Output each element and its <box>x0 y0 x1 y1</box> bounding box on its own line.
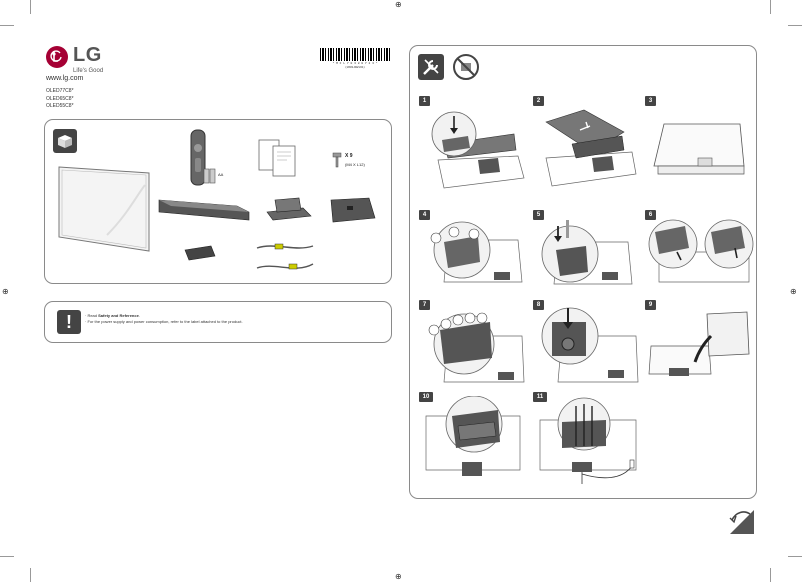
step-5-illustration <box>541 220 633 285</box>
step-10-illustration <box>425 396 521 476</box>
battery-label: AA <box>218 172 224 177</box>
model-name: OLED55C8* <box>46 103 74 109</box>
step-number: 9 <box>645 300 656 310</box>
stand-base-illustration <box>266 197 312 221</box>
screw-count: X 9 <box>345 153 353 159</box>
step-number: 5 <box>533 210 544 220</box>
manual-documents-illustration <box>258 139 296 177</box>
notice-line-2: · For the power supply and power consump… <box>85 319 243 324</box>
accessories-panel: AA X 9 (M4 X L12) <box>44 119 392 284</box>
step-1-illustration <box>431 111 525 189</box>
barcode-revision: (1803-REV01) <box>345 65 365 69</box>
crop-mark <box>788 556 802 557</box>
notice-text: · Read Safety and Reference. · For the p… <box>85 313 243 325</box>
screw-size: (M4 X L12) <box>345 162 365 167</box>
step-7-illustration <box>428 312 525 383</box>
crop-mark <box>30 0 31 14</box>
brand-name: LG <box>73 44 102 66</box>
notice-panel: ! <box>44 301 392 343</box>
model-name: OLED77C8* <box>46 88 74 94</box>
model-name: OLED65C8* <box>46 95 74 102</box>
remote-control-illustration <box>190 129 206 186</box>
battery-illustration <box>203 168 216 184</box>
notice-line-1: · Read Safety and Reference. <box>85 313 140 318</box>
step-2-illustration <box>545 109 637 187</box>
brand-slogan: Life's Good <box>73 68 104 74</box>
step-number: 8 <box>533 300 544 310</box>
crop-mark <box>770 568 771 582</box>
cables-illustration <box>256 243 314 270</box>
barcode-bars <box>320 48 390 61</box>
cable-holder-illustration <box>184 245 216 261</box>
step-8-illustration <box>541 307 639 383</box>
step-number: 10 <box>419 392 433 402</box>
registration-mark-top: ⊕ <box>395 0 402 9</box>
step-11-illustration <box>539 397 637 484</box>
registration-mark-left: ⊕ <box>2 287 9 296</box>
step-number: 1 <box>419 96 430 106</box>
step-4-illustration <box>430 221 523 283</box>
tools-icon <box>418 54 444 80</box>
step-number: 3 <box>645 96 656 106</box>
box-icon <box>53 129 77 153</box>
lg-logo-icon <box>46 46 68 68</box>
turn-page-icon <box>729 510 754 534</box>
crop-mark <box>0 556 14 557</box>
no-drill-icon <box>453 54 479 80</box>
step-number: 2 <box>533 96 544 106</box>
stand-body-illustration <box>158 199 250 221</box>
step-number: 7 <box>419 300 430 310</box>
model-list: OLED77C8* OLED65C8* OLED55C8* <box>46 88 74 111</box>
barcode-number: * M F L 7 0 3 8 0 7 2 3 * <box>332 62 378 65</box>
barcode: * M F L 7 0 3 8 0 7 2 3 * (1803-REV01) <box>320 48 390 72</box>
notice-bold-text: Safety and Reference <box>98 313 139 318</box>
brand-logo: LG Life's Good <box>46 44 186 86</box>
step-number: 6 <box>645 210 656 220</box>
step-number: 4 <box>419 210 430 220</box>
back-cover-illustration <box>330 197 376 223</box>
screw-icon <box>332 152 342 168</box>
crop-mark <box>770 0 771 14</box>
crop-mark <box>0 25 14 26</box>
crop-mark <box>30 568 31 582</box>
tv-panel-illustration <box>58 166 150 252</box>
step-9-illustration <box>648 311 750 376</box>
step-3-illustration <box>653 123 745 175</box>
registration-mark-right: ⊕ <box>790 287 797 296</box>
warning-icon: ! <box>57 310 81 334</box>
crop-mark <box>788 25 802 26</box>
step-6-illustration <box>648 219 754 283</box>
website-url: www.lg.com <box>46 75 84 82</box>
step-number: 11 <box>533 392 547 402</box>
registration-mark-bottom: ⊕ <box>395 572 402 581</box>
